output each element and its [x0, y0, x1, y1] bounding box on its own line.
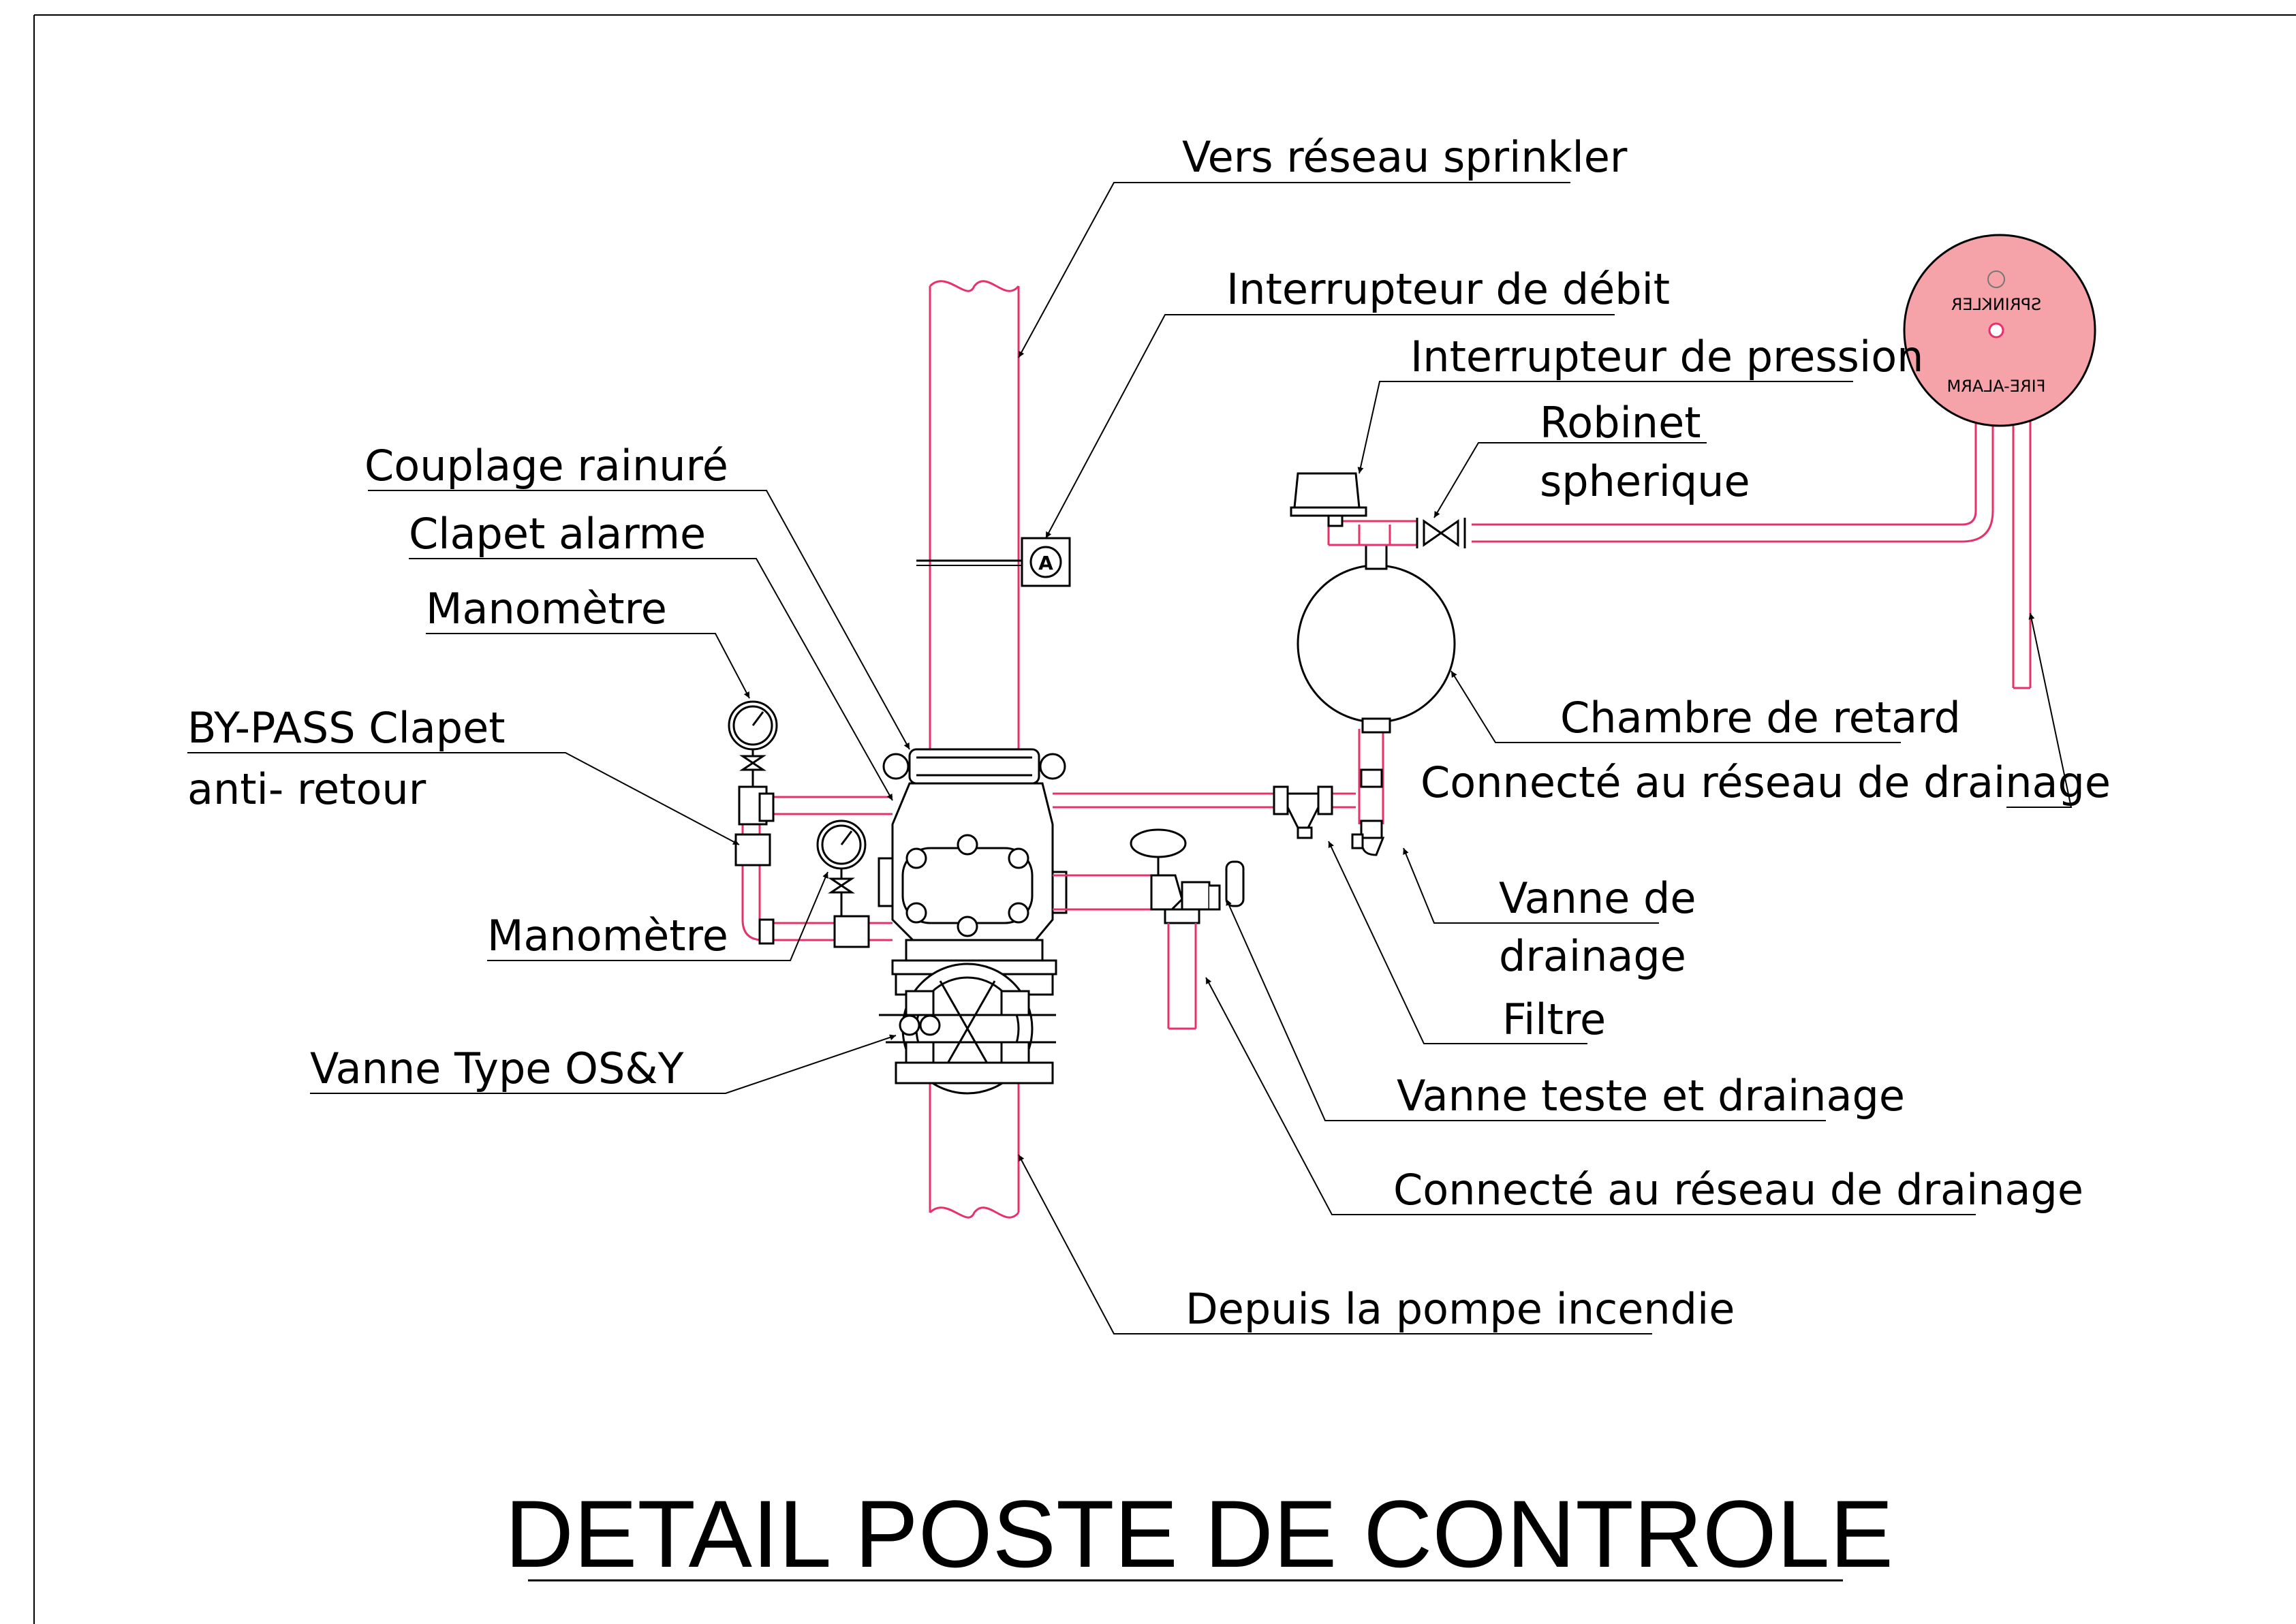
- label-vanne-osy: Vanne Type OS&Y: [310, 1044, 684, 1093]
- alarm-line-pipe: [1053, 729, 1384, 911]
- label-robinet-2: spherique: [1540, 456, 1750, 506]
- label-manometre-top: Manomètre: [426, 584, 667, 634]
- retard-chamber: [1297, 544, 1456, 734]
- label-filtre: Filtre: [1502, 995, 1606, 1044]
- alarm-check-valve: [878, 782, 1068, 975]
- bell-bottom-text: FIRE-ALARM: [1947, 377, 2046, 396]
- label-couplage: Couplage rainuré: [364, 441, 728, 490]
- label-bypass-2: anti- retour: [187, 764, 426, 814]
- pressure-gauge-bottom: [816, 819, 867, 916]
- pressure-gauge-top: [728, 700, 778, 787]
- bypass-check-valve: [734, 785, 870, 948]
- flow-switch: A: [1021, 537, 1071, 587]
- label-vanne-drainage-2: drainage: [1499, 931, 1686, 981]
- label-connecte-2: Connecté au réseau de drainage: [1393, 1165, 2083, 1215]
- label-vanne-teste: Vanne teste et drainage: [1397, 1071, 1905, 1121]
- label-interrupteur-pression: Interrupteur de pression: [1410, 332, 1923, 381]
- label-clapet-alarme: Clapet alarme: [409, 509, 706, 559]
- label-chambre: Chambre de retard: [1560, 693, 1961, 743]
- label-vers-reseau: Vers réseau sprinkler: [1182, 132, 1628, 182]
- strainer-filter: [1273, 785, 1333, 839]
- flow-switch-letter: A: [1038, 552, 1053, 574]
- pressure-switch: [1290, 472, 1367, 527]
- label-manometre-bottom: Manomètre: [487, 911, 728, 961]
- test-drain-valve: [1130, 828, 1245, 924]
- label-connecte-1: Connecté au réseau de drainage: [1421, 758, 2111, 807]
- callout-labels: Vers réseau sprinkler Interrupteur de dé…: [187, 132, 2111, 1334]
- label-bypass-1: BY-PASS Clapet: [187, 703, 506, 753]
- label-depuis-pompe: Depuis la pompe incendie: [1185, 1284, 1735, 1334]
- bell-top-text: SPRINKLER: [1951, 295, 2041, 314]
- pressure-switch-pipe: [1327, 416, 2032, 689]
- leader-lines: [187, 182, 2073, 1334]
- label-vanne-drainage-1: Vanne de: [1499, 873, 1696, 923]
- drain-valve: [1351, 768, 1385, 856]
- main-riser-pipe: [929, 280, 1020, 1219]
- grooved-coupling: [882, 748, 1066, 785]
- ball-valve: [1416, 518, 1466, 548]
- osy-valve: [879, 963, 1056, 1095]
- drawing-title: DETAIL POSTE DE CONTROLE: [505, 1480, 1893, 1587]
- label-robinet-1: Robinet: [1540, 398, 1701, 448]
- alarm-bell: SPRINKLER FIRE-ALARM: [1903, 234, 2096, 427]
- label-interrupteur-debit: Interrupteur de débit: [1226, 264, 1670, 314]
- drain-outlet-pipe: [1167, 923, 1197, 1030]
